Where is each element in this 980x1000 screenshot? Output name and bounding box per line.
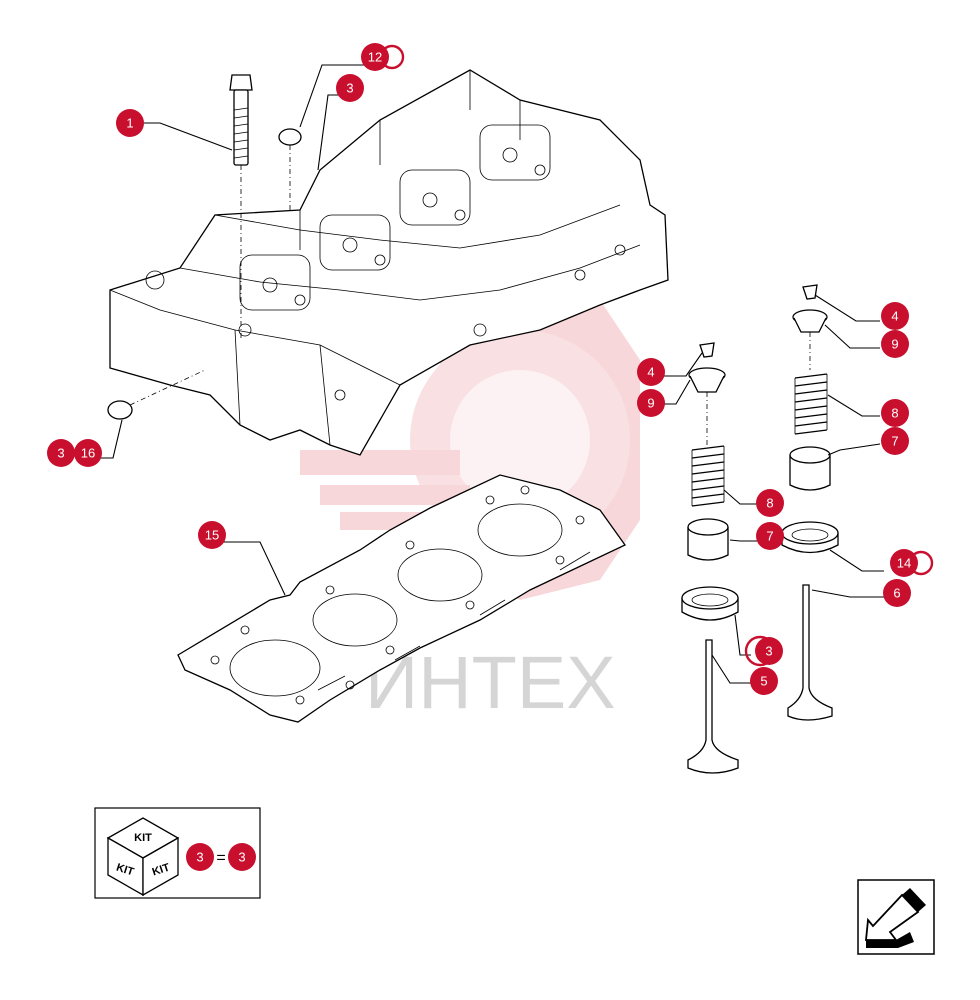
callout-4[interactable]: 4	[637, 358, 665, 386]
head-bolt	[229, 74, 253, 340]
kit-callout-right[interactable]: 3	[228, 843, 256, 871]
callout-label: 9	[891, 337, 898, 352]
callout-3[interactable]: 3	[47, 439, 75, 467]
callout-label: 3	[196, 850, 203, 865]
callout-label: 8	[766, 496, 773, 511]
callout-7[interactable]: 7	[881, 427, 909, 455]
callout-9[interactable]: 9	[881, 330, 909, 358]
kit-label-top: KIT	[134, 832, 152, 844]
callout-label: 16	[81, 446, 95, 461]
callout-15[interactable]: 15	[198, 521, 226, 549]
kit-label-left: KIT	[115, 862, 136, 879]
callouts: 1 12 3 3 16 15 4 9	[47, 43, 934, 695]
callout-5[interactable]: 5	[750, 667, 778, 695]
callout-label: 6	[893, 586, 900, 601]
callout-6[interactable]: 6	[883, 579, 911, 607]
head-gasket	[177, 474, 626, 723]
callout-8[interactable]: 8	[756, 489, 784, 517]
lower-plug	[107, 369, 206, 420]
callout-label: 5	[760, 674, 767, 689]
callout-label: 4	[647, 365, 654, 380]
callout-label: 7	[891, 434, 898, 449]
callout-7[interactable]: 7	[756, 522, 784, 550]
arrow-back-icon	[865, 888, 926, 948]
callout-label: 3	[765, 644, 772, 659]
kit-cube-icon: KIT KIT KIT	[106, 817, 180, 897]
cylinder-head	[109, 69, 669, 456]
kit-box: KIT KIT KIT 3 = 3	[94, 807, 261, 899]
callout-3[interactable]: 3	[336, 74, 364, 102]
kit-equals: =	[216, 850, 225, 867]
leader-lines	[98, 64, 884, 684]
callout-label: 15	[205, 528, 219, 543]
callout-16[interactable]: 16	[74, 439, 102, 467]
callout-12[interactable]: 12	[361, 43, 405, 71]
valve-train-right	[781, 284, 839, 721]
callout-label: 7	[766, 529, 773, 544]
callout-4[interactable]: 4	[881, 302, 909, 330]
kit-label-right: KIT	[151, 861, 172, 878]
valve-train-left	[681, 342, 739, 774]
callout-label: 14	[897, 556, 911, 571]
callout-9[interactable]: 9	[637, 389, 665, 417]
callout-8[interactable]: 8	[881, 399, 909, 427]
callout-label: 12	[368, 50, 382, 65]
callout-label: 8	[891, 406, 898, 421]
callout-label: 3	[57, 446, 64, 461]
callout-label: 1	[126, 116, 133, 131]
callout-3[interactable]: 3	[744, 635, 783, 667]
callout-1[interactable]: 1	[116, 109, 144, 137]
callout-label: 3	[238, 850, 245, 865]
callout-label: 4	[891, 309, 898, 324]
callout-label: 9	[647, 396, 654, 411]
upper-plug	[278, 128, 302, 210]
arrow-back-button[interactable]	[857, 879, 935, 955]
kit-callout-left[interactable]: 3	[186, 843, 214, 871]
callout-14[interactable]: 14	[890, 549, 934, 577]
callout-label: 3	[346, 81, 353, 96]
